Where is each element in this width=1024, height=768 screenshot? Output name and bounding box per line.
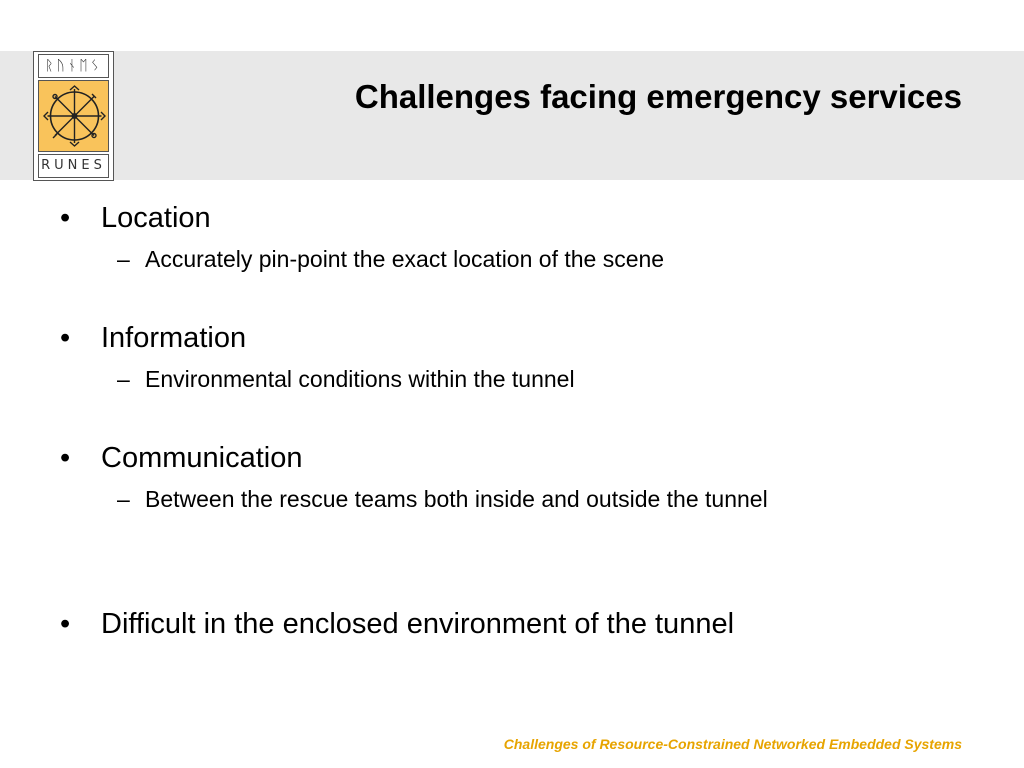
bullet-label: Difficult in the enclosed environment of… (101, 608, 735, 640)
header-band (0, 51, 1024, 180)
bullet-label: Location (101, 202, 211, 234)
sub-bullet-dash: – (117, 246, 130, 272)
slide-title: Challenges facing emergency services (354, 78, 962, 115)
bullet-dot: • (60, 442, 71, 474)
logo-wordmark: RUNES (38, 154, 109, 178)
sub-bullet-dash: – (117, 486, 130, 512)
bullet-dot: • (60, 608, 71, 640)
sub-bullet-text: Between the rescue teams both inside and… (145, 486, 768, 512)
bullet-label: Communication (101, 442, 303, 474)
slide-footer: Challenges of Resource-Constrained Netwo… (503, 736, 962, 752)
sub-bullet-text: Accurately pin-point the exact location … (145, 246, 665, 272)
sub-bullet-dash: – (117, 366, 130, 392)
sub-bullet-text: Environmental conditions within the tunn… (145, 366, 575, 392)
logo-runes-glyphs: ᚱᚢᚾᛖᛊ (38, 54, 109, 78)
bullet-label: Information (101, 322, 247, 354)
vegvisir-emblem-icon (38, 80, 109, 152)
bullet-dot: • (60, 322, 71, 354)
runes-logo: ᚱᚢᚾᛖᛊ RUNES (33, 51, 114, 181)
bullet-dot: • (60, 202, 71, 234)
